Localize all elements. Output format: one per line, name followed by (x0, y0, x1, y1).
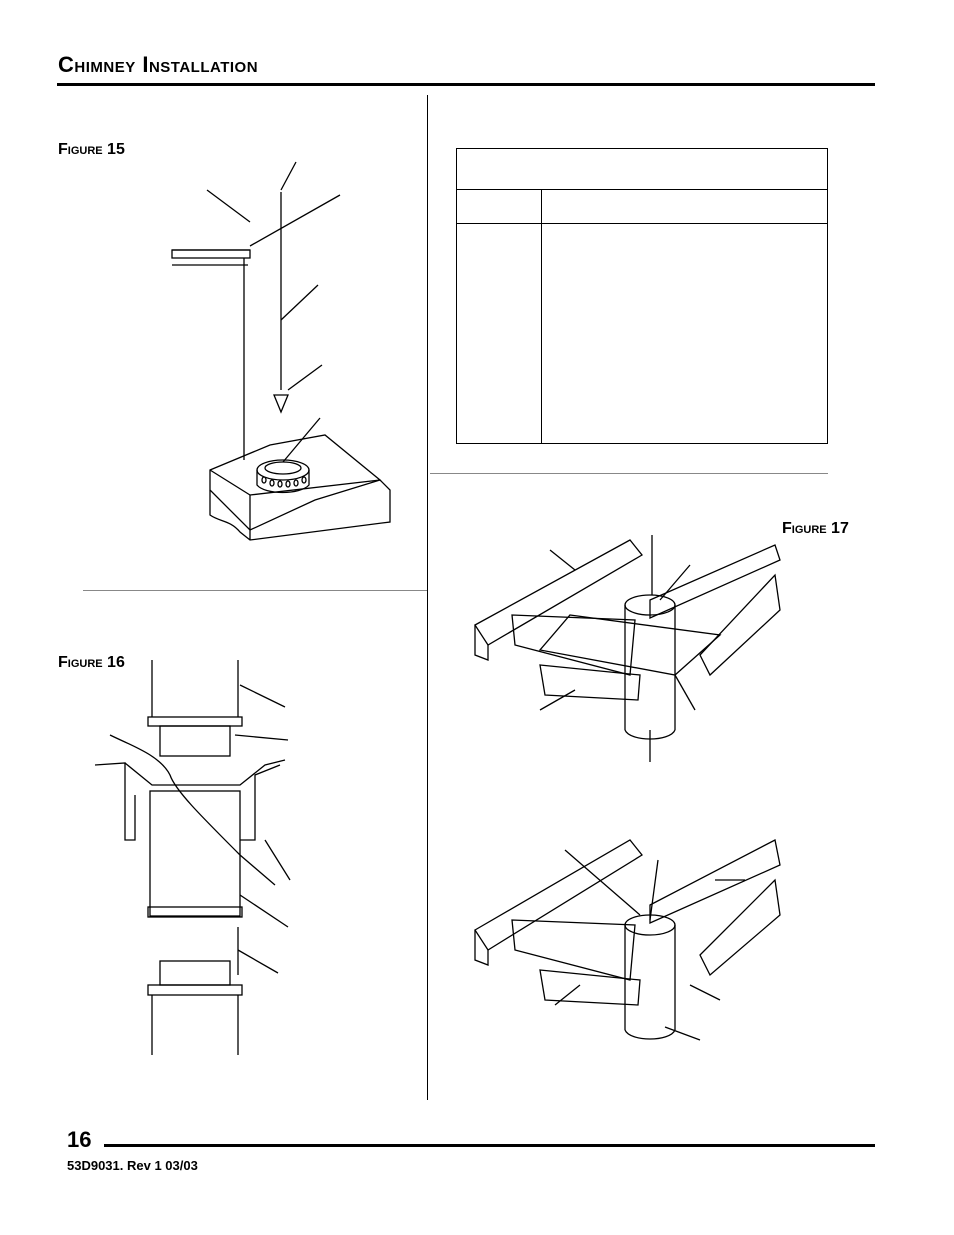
table-row-rule (457, 223, 827, 224)
table-header-rule (457, 189, 827, 190)
column-divider (427, 95, 428, 1100)
page-title: Chimney Installation (58, 52, 259, 77)
figure-16-label: Figure 16 (58, 654, 125, 671)
figure-15-drawing (171, 161, 391, 541)
figure-16-drawing (94, 660, 291, 1055)
document-id: 53D9031. Rev 1 03/03 (67, 1158, 198, 1173)
specification-table (456, 148, 828, 444)
figure-17-label: Figure 17 (782, 520, 849, 537)
page-number: 16 (67, 1127, 92, 1152)
footer-rule (104, 1144, 875, 1147)
header-rule (57, 83, 875, 86)
table-column-rule (541, 189, 542, 443)
figure-17-drawing-bottom (474, 839, 781, 1041)
section-divider-right (430, 473, 828, 474)
section-divider-left (83, 590, 427, 591)
figure-15-label: Figure 15 (58, 141, 125, 158)
figure-17-drawing-top (474, 535, 781, 762)
